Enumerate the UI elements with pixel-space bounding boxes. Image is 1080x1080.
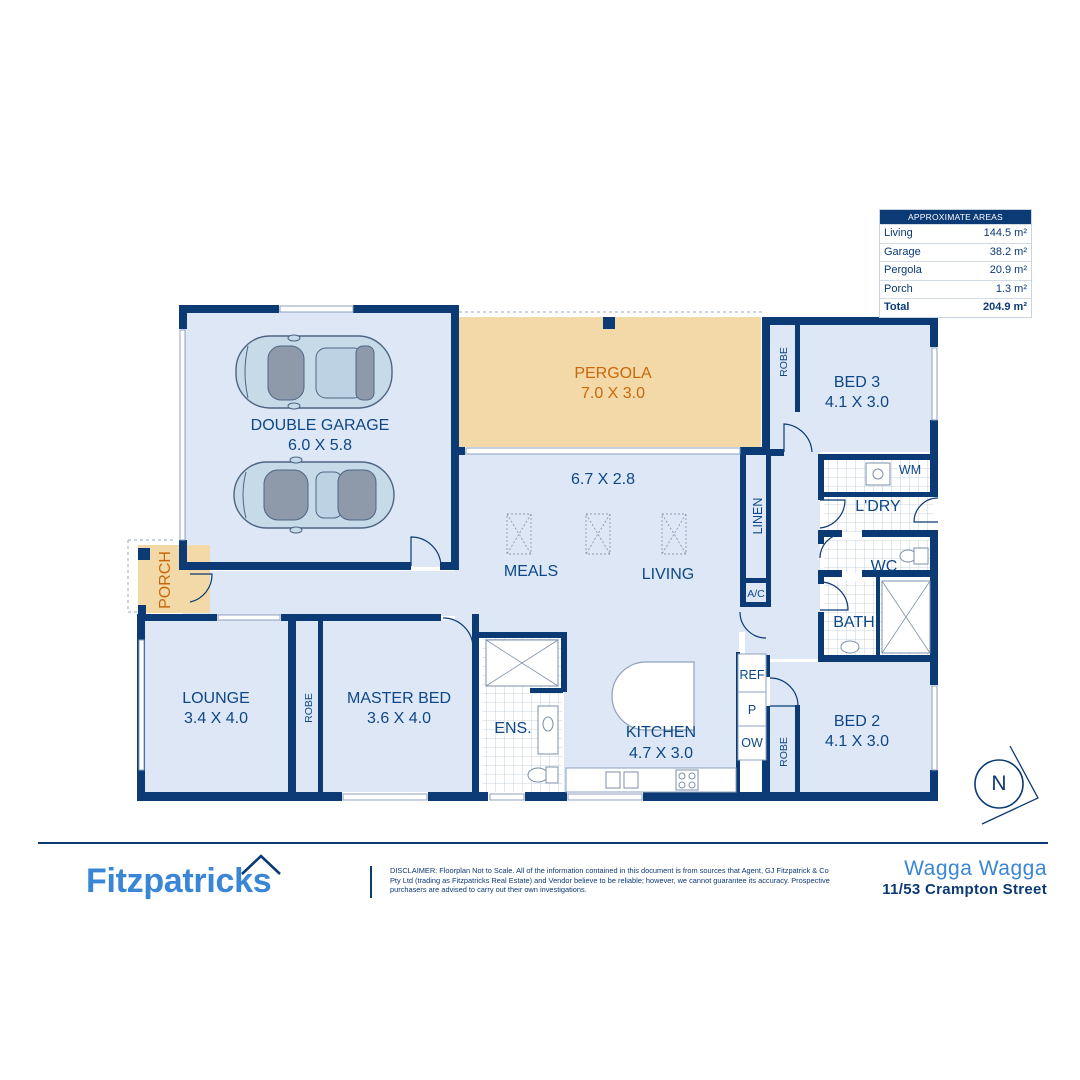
car-bottom (233, 456, 395, 534)
wc-label: WC (871, 558, 898, 575)
porch-label: PORCH (157, 551, 174, 609)
living-label: LIVING (642, 566, 694, 583)
areas-row: Garage 38.2 m² (880, 242, 1031, 262)
areas-title: APPROXIMATE AREAS (880, 210, 1031, 224)
areas-row-label: Garage (884, 245, 921, 258)
bath-fittings (485, 462, 931, 784)
lounge-size: 3.4 X 4.0 (184, 710, 248, 727)
cooktop (675, 769, 699, 791)
suburb-name: Wagga Wagga (904, 857, 1047, 880)
pergola-name: PERGOLA (574, 365, 652, 382)
garage-name: DOUBLE GARAGE (251, 417, 390, 434)
lounge-name: LOUNGE (182, 690, 250, 707)
island-bench (611, 661, 695, 731)
room-labels: DOUBLE GARAGE 6.0 X 5.8 PERGOLA 7.0 X 3.… (157, 347, 921, 767)
doors (189, 423, 939, 707)
bed3-name: BED 3 (834, 374, 880, 391)
areas-row-value: 1.3 m² (995, 282, 1027, 295)
entry-hall-floor (183, 571, 473, 616)
kitchen-fittings (565, 653, 767, 793)
ac-label: A/C (747, 588, 765, 600)
ensuite-label: ENS. (494, 720, 531, 737)
lounge-floor (144, 620, 292, 792)
meals-label: MEALS (504, 563, 558, 580)
floors (138, 309, 933, 792)
pergola-size: 7.0 X 3.0 (581, 385, 645, 402)
footer-divider-line (38, 842, 1048, 844)
master-size: 3.6 X 4.0 (367, 710, 431, 727)
bed3-robe-label: ROBE (778, 347, 790, 377)
porch-outline (127, 539, 175, 613)
master-floor (296, 620, 478, 792)
areas-row-value: 144.5 m² (983, 227, 1027, 239)
kitchen-size: 4.7 X 3.0 (629, 745, 693, 762)
bed2-robe-label: ROBE (778, 737, 790, 767)
skylights (506, 513, 687, 555)
master-name: MASTER BED (347, 690, 451, 707)
bath-label: BATH (833, 614, 874, 631)
wm-label: WM (899, 463, 921, 477)
areas-row: Porch 1.3 m² (880, 279, 1031, 299)
bed3-size: 4.1 X 3.0 (825, 394, 889, 411)
laundry-label: L'DRY (855, 498, 901, 515)
master-robe-label: ROBE (303, 693, 315, 723)
roof-icon (241, 854, 281, 875)
pantry-label: P (748, 703, 756, 717)
disclaimer-text: DISCLAIMER: Floorplan Not to Scale. All … (390, 866, 830, 895)
living-floor (455, 452, 745, 632)
bed2-size: 4.1 X 3.0 (825, 733, 889, 750)
areas-row: Living 144.5 m² (880, 224, 1031, 243)
hall-floor (745, 452, 820, 659)
footer-vertical-divider (370, 866, 372, 898)
areas-row: Pergola 20.9 m² (880, 261, 1031, 280)
areas-total-value: 204.9 m² (982, 301, 1027, 314)
linen-label: LINEN (751, 498, 765, 535)
approximate-areas-table: APPROXIMATE AREAS Living 144.5 m² Garage… (879, 209, 1032, 318)
bed2-name: BED 2 (834, 713, 880, 730)
areas-row-value: 20.9 m² (989, 264, 1027, 277)
areas-row-label: Pergola (884, 264, 922, 277)
areas-row-label: Porch (884, 282, 913, 295)
living-dims: 6.7 X 2.8 (571, 471, 635, 488)
garage-size: 6.0 X 5.8 (288, 437, 352, 454)
north-letter: N (991, 772, 1007, 795)
brand-logo: Fitzpatricks (86, 854, 306, 908)
windows (138, 305, 938, 801)
street-address: 11/53 Crampton Street (882, 881, 1047, 898)
areas-row-value: 38.2 m² (989, 245, 1027, 258)
ref-label: REF (740, 668, 765, 682)
areas-row-label: Living (884, 227, 913, 239)
car-top (235, 334, 393, 410)
areas-total-label: Total (884, 301, 910, 314)
brand-name: Fitzpatricks (86, 862, 272, 900)
back-bench (565, 767, 737, 793)
areas-total-row: Total 204.9 m² (880, 298, 1031, 317)
kitchen-name: KITCHEN (626, 724, 696, 741)
pergola-floor (459, 317, 761, 447)
north-compass-icon (974, 745, 1039, 825)
ow-label: OW (741, 736, 763, 750)
